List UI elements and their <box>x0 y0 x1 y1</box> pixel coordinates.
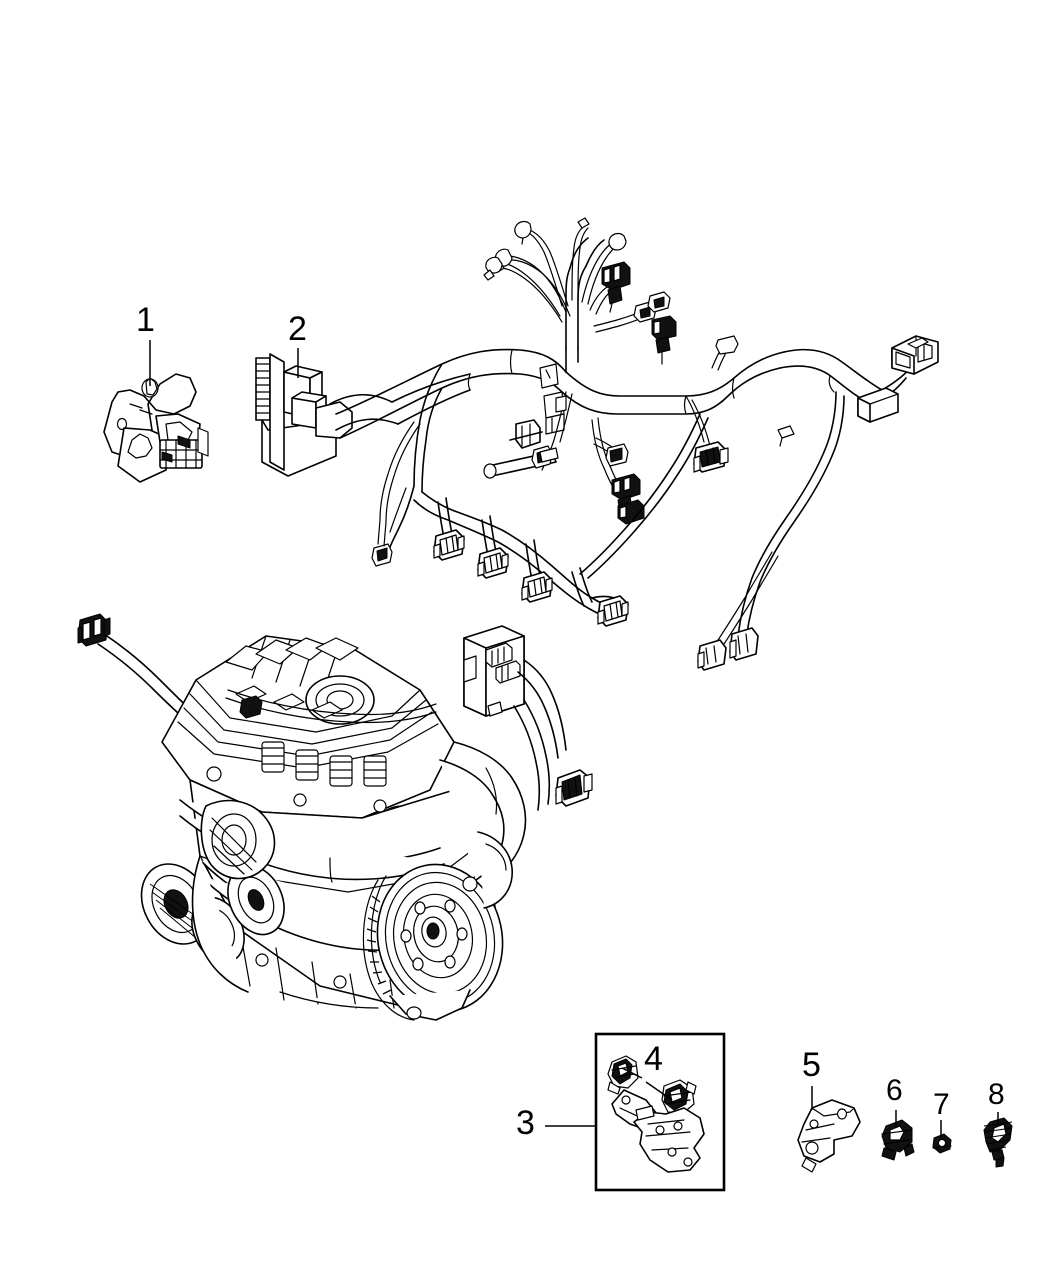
leader-lines <box>149 340 999 1138</box>
inline-connector-body <box>509 419 543 449</box>
connector-engine-left <box>77 613 111 647</box>
part-4-clip-b <box>661 1079 697 1115</box>
connector-pair-right <box>633 291 671 323</box>
callout-number-4: 4 <box>644 1040 663 1078</box>
connector-small-left <box>371 543 393 567</box>
engine-control-module-box <box>463 625 525 717</box>
connector-bullet-d <box>608 232 627 251</box>
callout-number-8: 8 <box>988 1078 1005 1111</box>
part-2-connector-block <box>255 353 471 477</box>
connector-black-top <box>601 261 631 313</box>
part-4-clip-a <box>607 1055 639 1095</box>
callout-number-7: 7 <box>933 1088 950 1121</box>
callout-number-3: 3 <box>516 1104 535 1142</box>
connector-black-mid-b <box>617 499 645 525</box>
engine-assembly <box>77 613 593 1021</box>
callout-number-5: 5 <box>802 1046 821 1084</box>
part-8-stud <box>983 1117 1013 1168</box>
connector-bullet-b <box>483 256 503 281</box>
engine-connector-mid <box>239 695 263 719</box>
part-6-clip <box>881 1119 915 1161</box>
callout-number-1: 1 <box>136 301 155 339</box>
harness-tab-b <box>555 395 567 413</box>
injector-connector-4 <box>571 567 629 627</box>
harness-upper-branches <box>483 217 671 349</box>
leader-4b <box>621 1067 643 1079</box>
connector-black-mid-a <box>611 473 641 515</box>
part-7-nut <box>932 1133 952 1154</box>
connector-small-mid-b <box>605 443 629 467</box>
main-wiring-harness <box>335 217 939 671</box>
connector-bottom-right-b <box>697 639 727 671</box>
engine-top-detail <box>235 685 387 787</box>
callout-number-6: 6 <box>886 1074 903 1107</box>
connector-stub-a <box>539 447 559 463</box>
callout-number-2: 2 <box>288 310 307 348</box>
injector-connector-2 <box>477 515 509 579</box>
connector-black-top-right <box>651 315 677 365</box>
connector-right-box <box>857 387 899 423</box>
connector-bullet-c <box>514 220 532 245</box>
connector-right-mid <box>693 441 729 473</box>
leader-4a <box>645 1081 673 1101</box>
injector-connector-3 <box>521 539 553 603</box>
part-5-bracket <box>797 1099 861 1173</box>
part-3-bracket <box>611 1089 705 1173</box>
connector-bottom-right <box>729 627 759 661</box>
connector-engine-ecu <box>555 769 593 807</box>
injector-connector-1 <box>433 497 465 561</box>
part-3-boxed-group <box>594 1032 726 1192</box>
connector-right-large <box>891 335 939 375</box>
part-1-bracket-assembly <box>103 373 209 483</box>
